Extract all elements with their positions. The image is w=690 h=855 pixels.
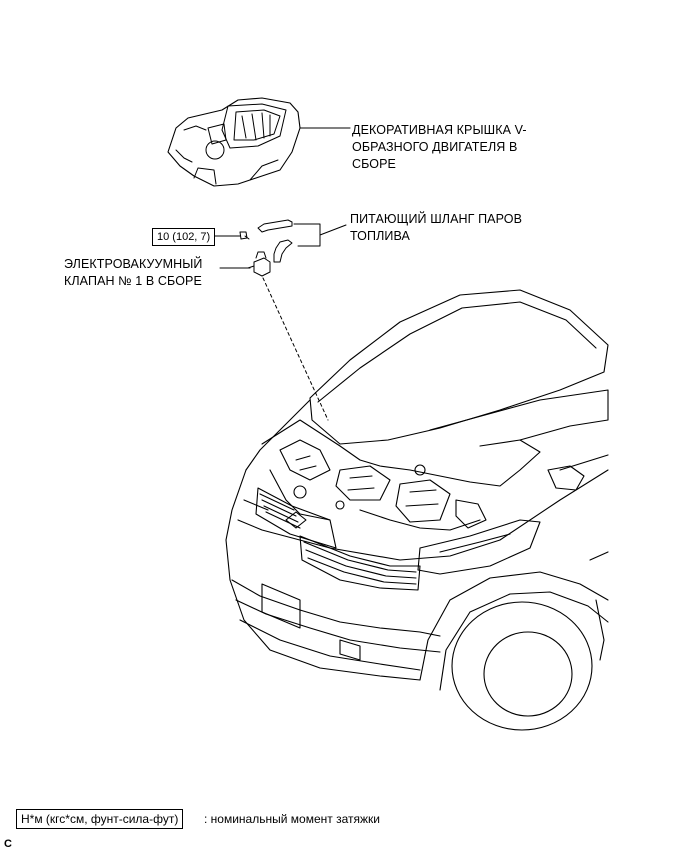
vsv-label-line: ЭЛЕКТРОВАКУУМНЫЙ: [64, 257, 203, 271]
legend-units-box: Н*м (кгс*см, фунт-сила-фут): [16, 809, 184, 829]
fuel-hose-label-line: ПИТАЮЩИЙ ШЛАНГ ПАРОВ: [350, 212, 523, 226]
vsv-label-line: КЛАПАН № 1 В СБОРЕ: [64, 274, 202, 288]
corner-code: C: [4, 838, 12, 850]
vehicle-front-drawing: [225, 289, 609, 731]
fuel-hose-drawing: [257, 219, 347, 263]
engine-cover-label-line: ДЕКОРАТИВНАЯ КРЫШКА V-: [352, 123, 527, 137]
legend-description: : номинальный момент затяжки: [204, 812, 380, 826]
fuel-hose-label: ПИТАЮЩИЙ ШЛАНГ ПАРОВ ТОПЛИВА: [350, 211, 522, 245]
engine-cover-label: ДЕКОРАТИВНАЯ КРЫШКА V- ОБРАЗНОГО ДВИГАТЕ…: [352, 122, 527, 173]
engine-cover-label-line: ОБРАЗНОГО ДВИГАТЕЛЯ В: [352, 140, 518, 154]
vsv-label: ЭЛЕКТРОВАКУУМНЫЙ КЛАПАН № 1 В СБОРЕ: [64, 256, 202, 290]
fuel-hose-label-line: ТОПЛИВА: [350, 229, 410, 243]
vsv-drawing: [211, 231, 329, 421]
engine-cover-label-line: СБОРЕ: [352, 157, 396, 171]
engine-cover-drawing: [167, 97, 351, 187]
torque-spec-box: 10 (102, 7): [152, 228, 216, 246]
